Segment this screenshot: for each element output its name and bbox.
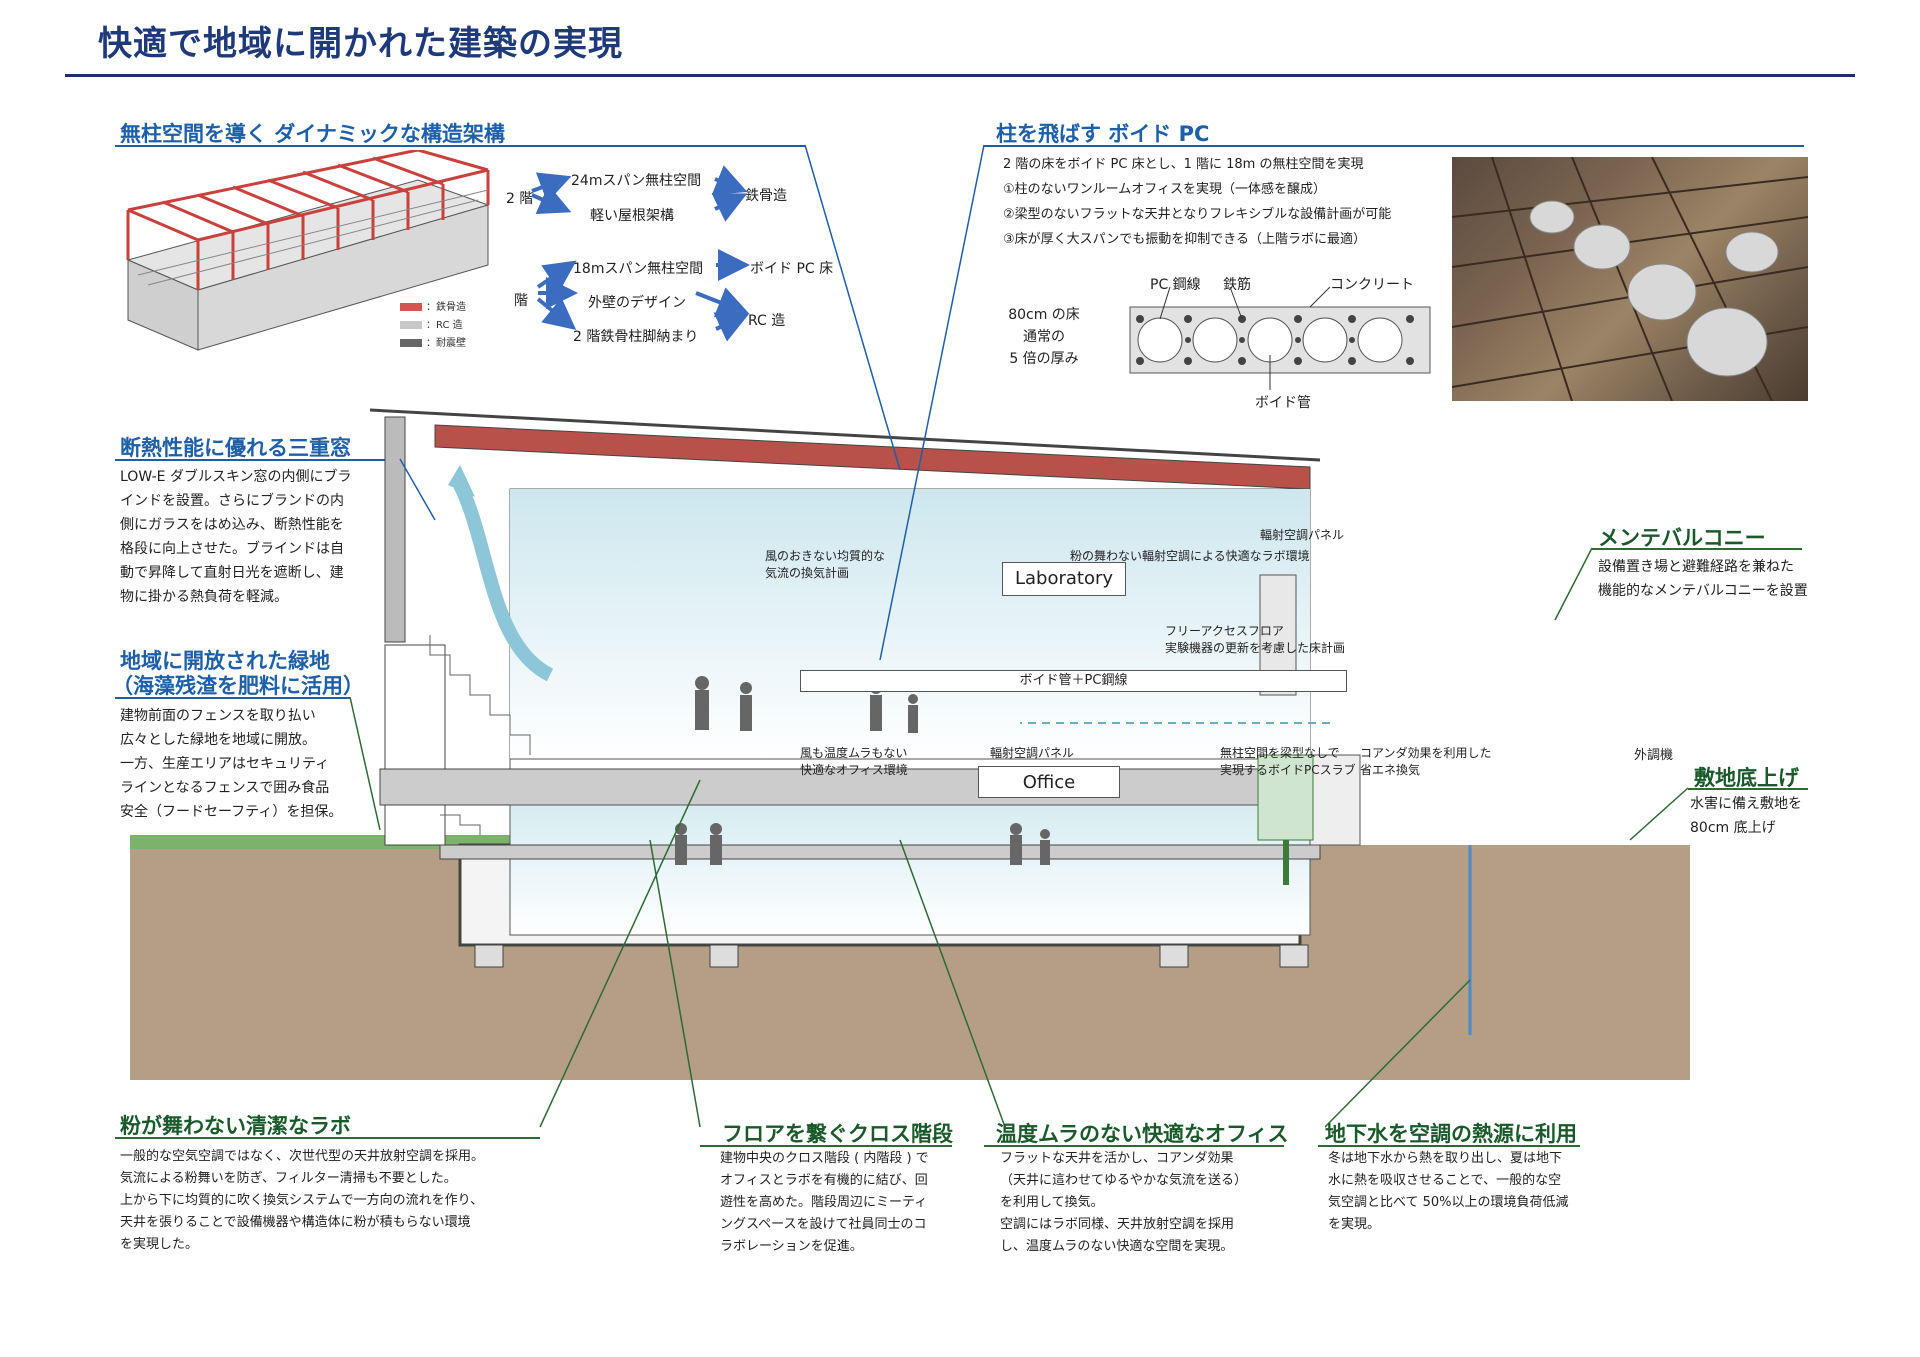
floor1-item-2: 外壁のデザイン [588,295,686,311]
maintenance-heading: メンテバルコニー [1598,526,1766,550]
bottom-text-3: フラットな天井を活かし、コアンダ効果 （天井に這わせてゆるやかな気流を送る） を… [1000,1151,1248,1254]
floor2-item-1: 24mスパン無柱空間 [571,173,702,189]
ann-floor: フリーアクセスフロア 実験機器の更新を考慮した床計画 [1165,624,1346,655]
legend-swatch-rc [400,321,422,329]
bottom-heading-1: 粉が舞わない清潔なラボ [120,1114,351,1138]
outdoor-unit [1257,754,1314,841]
green-rule [115,697,350,699]
bottom-rule-3 [984,1145,1284,1147]
window-rule [115,459,400,461]
structure-arrows [531,165,750,342]
floor1-item-3: 2 階鉄骨柱脚納まり [573,329,699,345]
floor1-label: 階 [514,293,528,309]
legend-rc: ：RC 造 [400,316,463,331]
void-slab-section [1129,286,1431,390]
green-heading-2: （海藻残渣を肥料に活用） [112,674,364,698]
voidpc-heading: 柱を飛ばす ボイド PC [996,122,1210,146]
bottom-rule-2 [700,1145,952,1147]
page-title: 快適で地域に開かれた建築の実現 [98,24,623,64]
structure-rule [115,145,805,147]
ann-office-slab: 無柱空間を梁型なしで 実現するボイドPCスラブ [1220,746,1356,777]
people-silhouettes [675,676,1050,865]
window-text: LOW-E ダブルスキン窓の内側にブラ インドを設置。さらにブランドの内 側にガ… [120,469,352,605]
title-rule [65,74,1855,77]
outdoor-unit-label: 外調機 [1634,748,1674,763]
floor1-result-1: ボイド PC 床 [750,261,834,277]
legend-swatch-wall [400,339,422,347]
slab-label-rebar: 鉄筋 [1223,277,1251,293]
bottom-rule-4 [1318,1145,1580,1147]
ann-lab-radiant: 粉の舞わない輻射空調による快適なラボ環境 [1070,549,1310,563]
maintenance-rule [1592,548,1802,550]
structure-heading: 無柱空間を導く ダイナミックな構造架構 [120,122,505,146]
ann-lab-panel: 輻射空調パネル [1260,528,1345,542]
slab-thickness-note: 80cm の床 通常の 5 倍の厚み [1008,307,1080,367]
ann-lab-air: 風のおきない均質的な 気流の換気計画 [765,549,886,580]
bottom-text-1: 一般的な空気空調ではなく、次世代型の天井放射空調を採用。 気流による粉舞いを防ぎ… [120,1149,485,1252]
floor1-result-2: RC 造 [748,313,786,329]
airflow-arrow [453,481,554,682]
window-heading: 断熱性能に優れる三重窓 [120,436,351,460]
green-text: 建物前面のフェンスを取り払い 広々とした緑地を地域に開放。 一方、生産エリアはセ… [120,708,343,820]
ann-office-coanda: コアンダ効果を利用した 省エネ換気 [1360,746,1492,777]
voidpc-rule [984,145,1804,147]
office-space [509,804,1311,936]
raise-text: 水害に備え敷地を 80cm 底上げ [1690,796,1802,836]
floor2-label: 2 階 [506,191,534,207]
office-floor-slab [439,844,1321,860]
floor2-result: 鉄骨造 [745,188,787,204]
laboratory-label: Laboratory [1002,562,1126,596]
legend-swatch-steel [400,303,422,311]
voidpc-line-1: 2 階の床をボイド PC 床とし、1 階に 18m の無柱空間を実現 [1003,157,1364,172]
structure-frame-drawing [126,150,490,351]
floor2-item-2: 軽い屋根架構 [590,208,674,224]
cross-stairs [429,635,531,835]
void-pipe-photo [1451,156,1809,402]
building-section-drawing [130,408,1690,1080]
void-pc-label: ボイド管＋PC鋼線 [800,670,1347,692]
floor1-item-1: 18mスパン無柱空間 [573,261,704,277]
bottom-text-2: 建物中央のクロス階段 ( 内階段 ) で オフィスとラボを有機的に結び、回 遊性… [720,1151,929,1254]
voidpc-line-3: ②梁型のないフラットな天井となりフレキシブルな設備計画が可能 [1003,207,1392,222]
bottom-heading-4: 地下水を空調の熱源に利用 [1325,1122,1577,1146]
raise-rule [1688,788,1808,790]
voidpc-line-2: ①柱のないワンルームオフィスを実現（一体感を醸成） [1003,182,1327,197]
bottom-heading-3: 温度ムラのない快適なオフィス [996,1122,1289,1146]
window-tower [384,416,406,643]
bottom-text-4: 冬は地下水から熱を取り出し、夏は地下 水に熱を吸収させることで、一般的な空 気空… [1328,1151,1569,1232]
voidpc-line-4: ③床が厚く大スパンでも振動を抑制できる（上階ラボに最適） [1003,232,1367,247]
bottom-rule-1 [115,1137,540,1139]
office-label: Office [978,766,1120,798]
maintenance-balcony [1309,754,1361,846]
legend-steel: ：鉄骨造 [400,298,466,313]
ann-office-air: 風も温度ムラもない 快適なオフィス環境 [800,746,908,777]
slab-label-pc: PC 鋼線 [1150,277,1201,293]
slab-label-concrete: コンクリート [1330,277,1414,293]
raise-heading: 敷地底上げ [1694,766,1799,790]
slab-label-void: ボイド管 [1255,395,1311,411]
void-pipe-photo-illustration [1451,156,1809,402]
maintenance-text: 設備置き場と避難経路を兼ねた 機能的なメンテバルコニーを設置 [1598,559,1808,599]
bottom-heading-2: フロアを繋ぐクロス階段 [722,1122,953,1146]
green-heading-1: 地域に開放された緑地 [120,649,330,673]
legend-wall: ：耐震壁 [400,334,466,349]
ann-office-panel: 輻射空調パネル [990,746,1075,760]
